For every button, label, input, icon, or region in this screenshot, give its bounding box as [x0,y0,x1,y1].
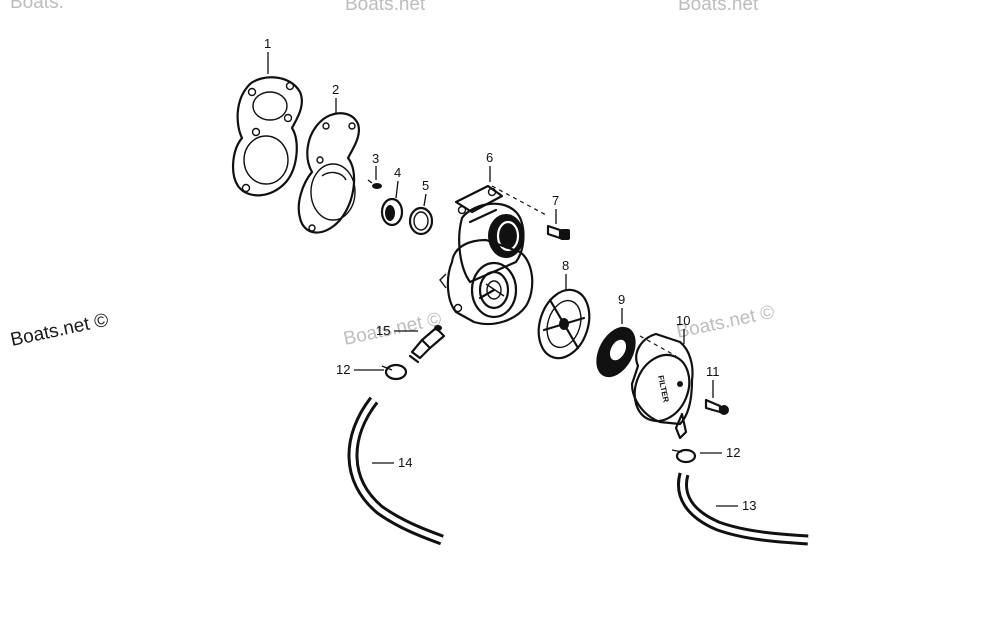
callout-11: 11 [706,364,720,398]
part-6-pump-body [439,184,534,326]
svg-text:15: 15 [376,323,390,338]
callout-12-left: 12 [336,362,384,377]
svg-text:12: 12 [726,445,740,460]
alignment-line-filter [639,335,677,357]
watermark-top-right: Boats.net [678,0,759,15]
callout-7: 7 [552,193,559,224]
alignment-line-top [491,185,549,217]
callout-8: 8 [562,258,569,290]
svg-text:5: 5 [422,178,429,193]
part-3-screw [367,179,382,189]
part-1-gasket [232,76,303,197]
callout-9: 9 [618,292,625,324]
svg-text:4: 4 [394,165,401,180]
svg-text:7: 7 [552,193,559,208]
callout-12-right: 12 [700,445,740,460]
part-15-fitting [408,325,446,364]
svg-text:13: 13 [742,498,756,513]
part-13-hose [677,472,809,546]
svg-text:1: 1 [264,36,271,51]
watermark-main: Boats.net © [9,310,111,351]
callout-14: 14 [372,455,412,470]
callout-15: 15 [376,323,418,338]
part-11-screw [704,398,729,415]
watermark-top-left: Boats. [10,0,64,13]
part-14-hose [347,396,444,546]
part-2-diaphragm [297,112,360,234]
callout-3: 3 [372,151,379,180]
svg-text:8: 8 [562,258,569,273]
svg-text:11: 11 [706,364,720,379]
callout-4: 4 [394,165,401,199]
part-12-clamp-right [671,448,697,464]
part-9-gasket [596,326,636,378]
watermark-faded-center: Boats.net © [342,309,444,350]
part-8-filter-screen [537,288,591,360]
svg-text:10: 10 [676,313,690,328]
svg-text:3: 3 [372,151,379,166]
callout-1: 1 [264,36,271,74]
part-5-o-ring [408,206,434,236]
callout-10: 10 [676,313,690,344]
svg-text:6: 6 [486,150,493,165]
part-4-valve [380,197,404,227]
callout-2: 2 [332,82,339,114]
watermark-top-mid: Boats.net [345,0,426,15]
callout-5: 5 [422,178,429,207]
filter-label: FILTER [656,375,671,404]
part-10-filter-cup: FILTER [630,332,694,440]
part-7-bolt [546,224,570,240]
svg-text:9: 9 [618,292,625,307]
svg-text:2: 2 [332,82,339,97]
callout-6: 6 [486,150,493,182]
svg-text:12: 12 [336,362,350,377]
callout-13: 13 [716,498,756,513]
part-12-clamp-left [381,363,408,381]
svg-text:14: 14 [398,455,412,470]
